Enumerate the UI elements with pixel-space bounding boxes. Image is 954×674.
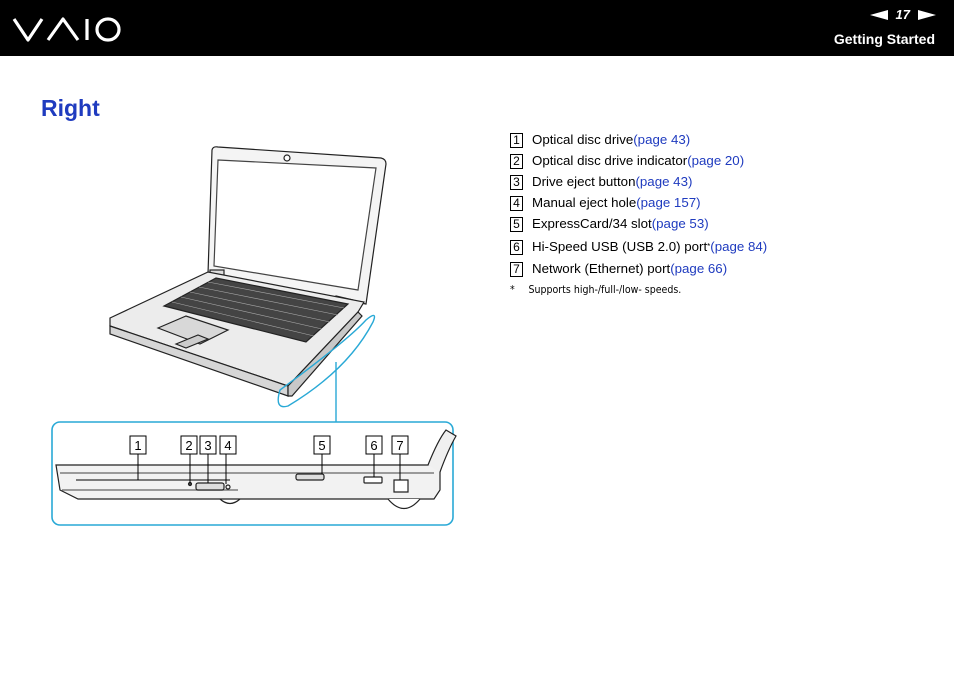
page-title: Right [41, 95, 100, 121]
page-navigation: 17 [869, 7, 936, 22]
list-item: 6 Hi-Speed USB (USB 2.0) port* (page 84) [510, 236, 767, 260]
page-link[interactable]: (page 53) [651, 216, 709, 231]
callout-1-label: 1 [134, 438, 141, 453]
highlight-oval [277, 314, 376, 408]
callout-2-label: 2 [185, 438, 192, 453]
page-link[interactable]: (page 157) [636, 195, 701, 210]
item-label: Drive eject button [532, 174, 636, 189]
vaio-logo [12, 17, 121, 42]
callout-boxes: 1 2 3 4 5 6 7 [129, 435, 409, 455]
footnote: * Supports high-/full-/low- speeds. [510, 283, 681, 296]
list-item: 4 Manual eject hole (page 157) [510, 194, 767, 215]
footnote-marker: * [707, 242, 711, 251]
laptop-drawing [109, 146, 387, 397]
callout-5-label: 5 [318, 438, 325, 453]
list-item: 1 Optical disc drive (page 43) [510, 131, 767, 152]
item-number-box: 7 [510, 262, 523, 277]
list-item: 3 Drive eject button (page 43) [510, 173, 767, 194]
item-label: Hi-Speed USB (USB 2.0) port [532, 239, 708, 254]
page-link[interactable]: (page 43) [635, 174, 693, 189]
item-label: ExpressCard/34 slot [532, 216, 652, 231]
callout-2 [180, 435, 198, 455]
callout-5 [313, 435, 331, 455]
item-label: Network (Ethernet) port [532, 261, 671, 276]
item-number-box: 1 [510, 133, 523, 148]
item-number-box: 5 [510, 217, 523, 232]
page-number: 17 [895, 7, 910, 22]
page-link[interactable]: (page 84) [710, 239, 768, 254]
callout-7-label: 7 [396, 438, 403, 453]
callout-3 [199, 435, 217, 455]
item-label: Optical disc drive indicator [532, 153, 688, 168]
section-name: Getting Started [833, 31, 935, 47]
page-link[interactable]: (page 20) [687, 153, 745, 168]
component-list: 1 Optical disc drive (page 43) 2 Optical… [510, 131, 767, 281]
item-number-box: 2 [510, 154, 523, 169]
callout-1 [129, 435, 147, 455]
item-number-box: 6 [510, 240, 523, 255]
item-label: Optical disc drive [532, 132, 634, 147]
laptop-side-view [55, 429, 457, 510]
next-page-arrow-icon[interactable] [918, 9, 936, 20]
page-link[interactable]: (page 66) [670, 261, 728, 276]
item-label: Manual eject hole [532, 195, 637, 210]
footnote-mark: * [510, 283, 515, 296]
laptop-right-side-illustration: 1 2 3 4 5 6 7 [51, 146, 457, 526]
callout-leaders [137, 454, 401, 484]
list-item: 7 Network (Ethernet) port (page 66) [510, 260, 767, 281]
list-item: 5 ExpressCard/34 slot (page 53) [510, 215, 767, 236]
page-header: 17 Getting Started [0, 0, 954, 56]
callout-3-label: 3 [204, 438, 211, 453]
callout-4 [219, 435, 237, 455]
previous-page-arrow-icon[interactable] [869, 9, 888, 20]
item-number-box: 4 [510, 196, 523, 211]
page-link[interactable]: (page 43) [633, 132, 691, 147]
callout-4-label: 4 [224, 438, 231, 453]
list-item: 2 Optical disc drive indicator (page 20) [510, 152, 767, 173]
callout-7 [391, 435, 409, 455]
footnote-text: Supports high-/full-/low- speeds. [528, 283, 682, 296]
item-number-box: 3 [510, 175, 523, 190]
callout-6 [365, 435, 383, 455]
callout-6-label: 6 [370, 438, 377, 453]
